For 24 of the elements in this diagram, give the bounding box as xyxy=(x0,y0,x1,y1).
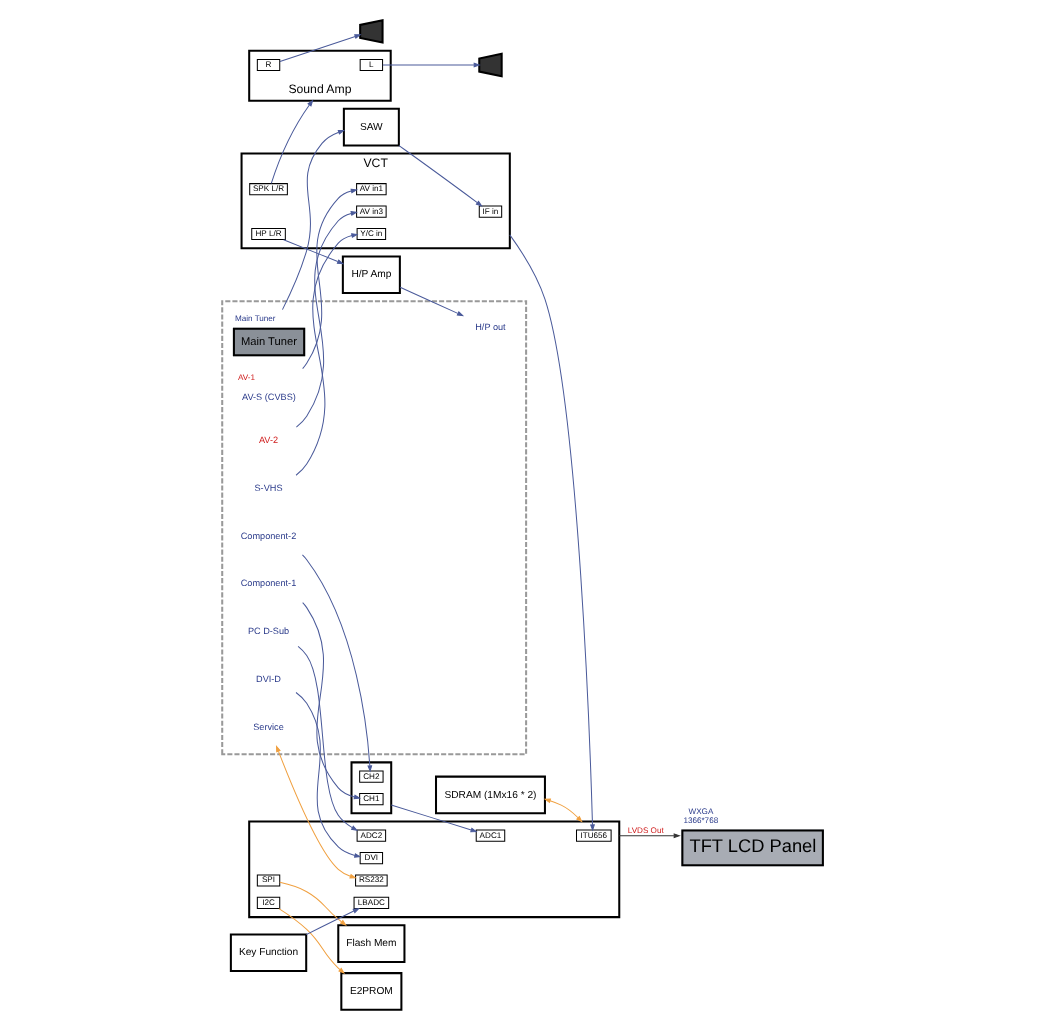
arrow xyxy=(274,744,356,879)
arrow xyxy=(397,145,482,207)
arrow xyxy=(294,233,358,476)
arrow xyxy=(277,908,345,975)
arrow xyxy=(300,554,372,773)
arrow xyxy=(301,602,361,800)
arrow xyxy=(617,833,680,839)
arrow xyxy=(282,239,344,265)
arrow xyxy=(508,234,594,832)
arrow xyxy=(278,34,361,63)
arrow xyxy=(269,99,313,184)
arrow xyxy=(294,211,357,428)
arrow xyxy=(304,908,359,936)
arrow xyxy=(389,804,477,833)
arrow xyxy=(381,62,480,68)
arrow xyxy=(301,188,357,370)
arrow xyxy=(278,881,346,927)
arrow xyxy=(542,798,582,823)
arrow xyxy=(294,692,361,858)
node-speaker xyxy=(358,18,383,44)
arrow xyxy=(296,645,358,831)
node-speaker xyxy=(477,52,502,78)
arrow xyxy=(280,130,345,311)
arrow xyxy=(398,286,464,317)
